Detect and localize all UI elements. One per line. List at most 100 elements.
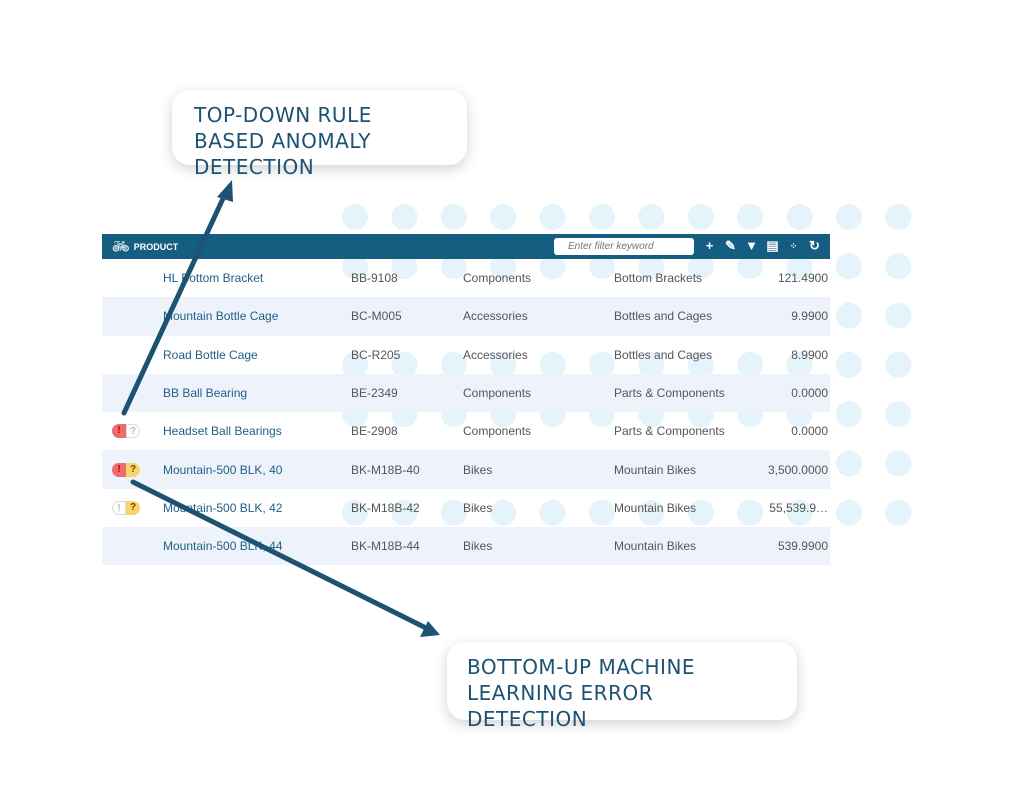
anomaly-badges[interactable]: !? [112,500,140,515]
product-price: 55,539.9… [769,500,828,515]
network-icon[interactable]: ⁘ [789,241,798,251]
decor-dot [836,302,862,329]
decor-dot [440,351,467,378]
excel-export-icon[interactable]: ▤ [766,238,779,253]
decor-dot [490,351,517,378]
product-code: BC-R205 [351,347,401,362]
product-code: BK-M18B-42 [351,500,420,515]
decor-dot [589,204,615,230]
decor-dot [539,499,566,526]
grid-header: 🚲︎ PRODUCT + ✎ ▼ ▤ ⁘ ↻ [102,234,830,259]
anomaly-badges[interactable]: !? [112,424,140,439]
product-category: Accessories [463,347,528,362]
decor-dot [539,351,566,378]
table-row[interactable]: HL Bottom Bracket BB-9108 Components Bot… [102,259,830,297]
filter-icon[interactable]: ▼ [745,238,758,253]
decor-dot [836,450,862,477]
decor-dot [786,204,813,230]
filter-input[interactable] [554,238,694,255]
product-code: BK-M18B-44 [351,539,420,554]
decor-dot [885,450,912,477]
decor-dot [836,253,862,280]
product-name-link[interactable]: Mountain-500 BLK, 44 [163,539,283,554]
product-price: 9.9900 [791,309,828,324]
product-subcategory: Parts & Components [614,424,725,439]
product-code: BK-M18B-40 [351,462,420,477]
product-grid: 🚲︎ PRODUCT + ✎ ▼ ▤ ⁘ ↻ HL Bottom Bracket… [102,234,830,566]
decor-dot [786,253,813,280]
product-subcategory: Bottles and Cages [614,347,713,362]
ml-question-icon[interactable]: ? [126,424,140,439]
rule-alert-icon[interactable]: ! [112,500,126,515]
rule-alert-icon[interactable]: ! [112,462,126,477]
decor-dot [737,499,764,526]
decor-dot [342,253,368,280]
product-category: Components [463,424,532,439]
table-row[interactable]: Mountain Bottle Cage BC-M005 Accessories… [102,297,830,336]
product-code: BE-2349 [351,386,398,401]
decor-dot [490,204,517,230]
product-price: 0.0000 [791,386,828,401]
decor-dot [391,204,418,230]
decor-dot [490,499,517,526]
product-price: 3,500.0000 [767,462,828,477]
table-row[interactable]: !?Mountain-500 BLK, 42 BK-M18B-42 Bikes … [102,489,830,527]
decor-dot [687,204,714,230]
rule-alert-icon[interactable]: ! [112,424,126,439]
anomaly-badges[interactable]: !? [112,462,140,477]
product-category: Bikes [463,462,493,477]
decor-dot [885,204,912,230]
decor-dot [440,499,467,526]
product-code: BB-9108 [351,271,398,286]
product-code: BE-2908 [351,424,398,439]
plus-icon[interactable]: + [705,238,714,253]
product-subcategory: Mountain Bikes [614,462,697,477]
product-price: 121.4900 [777,271,828,286]
product-subcategory: Bottles and Cages [614,309,713,324]
decor-dot [885,253,912,280]
product-name-link[interactable]: HL Bottom Bracket [163,271,264,286]
decor-dot [836,204,862,230]
ml-question-icon[interactable]: ? [126,500,140,515]
product-name-link[interactable]: Headset Ball Bearings [163,424,282,439]
product-price: 0.0000 [791,424,828,439]
decor-dot [687,499,714,526]
decor-dot [342,351,368,378]
decor-dot [589,253,615,280]
decor-dot [786,499,813,526]
decor-dot [440,253,467,280]
product-category: Components [463,386,532,401]
table-row[interactable]: !?Mountain-500 BLK, 40 BK-M18B-40 Bikes … [102,450,830,489]
decor-dot [836,401,862,428]
decor-dot [885,499,912,526]
table-row[interactable]: Mountain-500 BLK, 44 BK-M18B-44 Bikes Mo… [102,527,830,566]
decor-dot [490,253,517,280]
decor-dot [589,351,615,378]
table-row[interactable]: !? Headset Ball Bearings BE-2908 Componen… [102,412,830,450]
callout-top-down: TOP-DOWN RULE BASED ANOMALY DETECTION [172,90,467,179]
table-row[interactable]: BB Ball Bearing BE-2349 Components Parts… [102,373,830,413]
product-name-link[interactable]: Mountain Bottle Cage [163,309,279,324]
product-name-link[interactable]: Road Bottle Cage [163,347,258,362]
product-category: Bikes [463,539,493,554]
grid-title: PRODUCT [133,241,179,252]
callout-bottom-text: BOTTOM-UP MACHINE LEARNING ERROR DETECTI… [467,655,696,731]
product-name-link[interactable]: BB Ball Bearing [163,386,248,401]
refresh-icon[interactable]: ↻ [809,238,820,253]
decor-dot [638,351,665,378]
product-name-link[interactable]: Mountain-500 BLK, 40 [163,462,283,477]
table-row[interactable]: Road Bottle Cage BC-R205 Accessories Bot… [102,336,830,374]
product-subcategory: Mountain Bikes [614,539,697,554]
ml-question-icon[interactable]: ? [126,462,140,477]
decor-dot [638,204,665,230]
decor-dot [638,499,665,526]
decor-dot [391,351,418,378]
product-category: Components [463,271,532,286]
product-name-link[interactable]: Mountain-500 BLK, 42 [163,500,283,515]
decor-dot [885,351,912,378]
decor-dot [342,204,368,230]
product-price: 8.9900 [791,347,828,362]
product-category: Bikes [463,500,493,515]
decor-dot [687,351,714,378]
edit-icon[interactable]: ✎ [725,238,736,253]
